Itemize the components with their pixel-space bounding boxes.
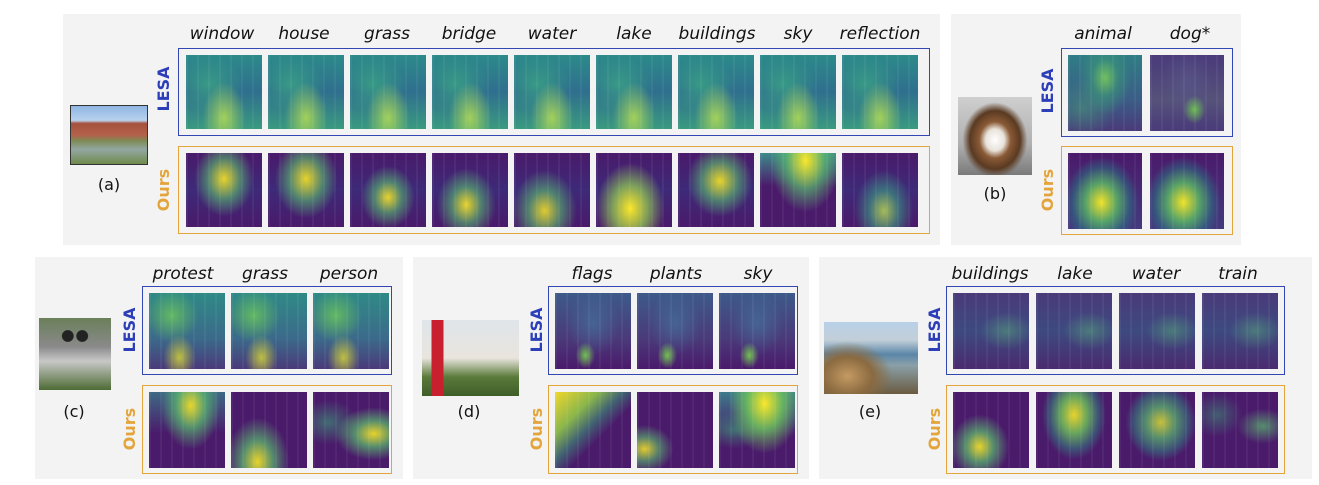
word-c-2: grass <box>242 264 288 284</box>
lesa-row-d <box>548 286 798 375</box>
caption-a: (a) <box>97 175 121 194</box>
lesa-map-a-bridge <box>432 55 508 129</box>
word-a-1: window <box>189 24 255 44</box>
word-c-1: protest <box>152 264 214 284</box>
ours-map-e-train <box>1202 392 1278 468</box>
word-a-5: water <box>527 24 577 44</box>
ours-map-c-person <box>313 392 389 468</box>
ours-map-e-lake <box>1036 392 1112 468</box>
ours-row-a <box>178 146 930 234</box>
row-label-ours-b: Ours <box>1038 168 1057 212</box>
caption-d: (d) <box>457 402 481 421</box>
word-e-2: lake <box>1057 264 1093 284</box>
row-label-ours-a: Ours <box>154 168 173 212</box>
ours-map-d-sky <box>719 392 795 468</box>
caption-e: (e) <box>858 402 882 421</box>
ours-map-a-grass <box>350 153 426 227</box>
lesa-map-d-plants <box>637 293 713 369</box>
lesa-map-e-lake <box>1036 293 1112 369</box>
word-a-8: sky <box>783 24 813 44</box>
lesa-map-c-grass <box>231 293 307 369</box>
ours-map-a-buildings <box>678 153 754 227</box>
lesa-map-d-flags <box>555 293 631 369</box>
row-label-ours-e: Ours <box>925 407 944 451</box>
lesa-map-a-grass <box>350 55 426 129</box>
caption-c: (c) <box>63 402 85 421</box>
lesa-map-a-buildings <box>678 55 754 129</box>
lesa-map-c-protest <box>149 293 225 369</box>
word-e-3: water <box>1131 264 1181 284</box>
word-b-1: animal <box>1074 24 1132 44</box>
word-c-3: person <box>319 264 379 284</box>
lesa-map-a-lake <box>596 55 672 129</box>
row-label-lesa-b: LESA <box>1038 68 1057 114</box>
thumbnail-d <box>422 320 519 396</box>
word-d-2: plants <box>649 264 703 284</box>
word-e-4: train <box>1218 264 1258 284</box>
ours-map-b-dog <box>1150 153 1224 229</box>
lesa-map-a-house <box>268 55 344 129</box>
ours-map-b-animal <box>1068 153 1142 229</box>
ours-map-d-plants <box>637 392 713 468</box>
ours-map-e-buildings <box>953 392 1029 468</box>
ours-map-c-protest <box>149 392 225 468</box>
word-d-3: sky <box>743 264 773 284</box>
lesa-map-a-sky <box>760 55 836 129</box>
lesa-map-e-train <box>1202 293 1278 369</box>
word-a-6: lake <box>616 24 652 44</box>
thumbnail-e <box>824 322 918 394</box>
lesa-map-c-person <box>313 293 389 369</box>
row-label-lesa-e: LESA <box>925 307 944 353</box>
caption-b: (b) <box>983 184 1007 203</box>
ours-map-a-reflection <box>842 153 918 227</box>
row-label-ours-c: Ours <box>120 407 139 451</box>
ours-map-d-flags <box>555 392 631 468</box>
lesa-map-b-dog <box>1150 55 1224 131</box>
ours-map-e-water <box>1119 392 1195 468</box>
word-a-9: reflection <box>839 24 921 44</box>
ours-map-a-water <box>514 153 590 227</box>
lesa-map-b-animal <box>1068 55 1142 131</box>
ours-map-a-lake <box>596 153 672 227</box>
word-d-1: flags <box>571 264 613 284</box>
word-b-2: dog* <box>1169 24 1211 44</box>
word-e-1: buildings <box>951 264 1029 284</box>
word-a-2: house <box>278 24 330 44</box>
word-a-3: grass <box>364 24 410 44</box>
thumbnail-c <box>39 318 111 390</box>
row-label-lesa-a: LESA <box>154 66 173 112</box>
ours-row-e <box>946 385 1285 474</box>
ours-row-c <box>142 385 392 474</box>
thumbnail-a <box>70 105 148 165</box>
lesa-map-e-water <box>1119 293 1195 369</box>
word-a-7: buildings <box>678 24 756 44</box>
ours-map-a-sky <box>760 153 836 227</box>
ours-map-a-bridge <box>432 153 508 227</box>
ours-row-d <box>548 385 798 474</box>
lesa-row-a <box>178 48 930 136</box>
lesa-map-a-window <box>186 55 262 129</box>
row-label-ours-d: Ours <box>527 407 546 451</box>
lesa-row-c <box>142 286 392 375</box>
ours-map-c-grass <box>231 392 307 468</box>
lesa-map-a-water <box>514 55 590 129</box>
ours-row-b <box>1061 146 1233 235</box>
lesa-map-e-buildings <box>953 293 1029 369</box>
thumbnail-b <box>958 97 1032 175</box>
row-label-lesa-d: LESA <box>527 307 546 353</box>
ours-map-a-window <box>186 153 262 227</box>
ours-map-a-house <box>268 153 344 227</box>
lesa-row-e <box>946 286 1285 375</box>
lesa-map-d-sky <box>719 293 795 369</box>
lesa-row-b <box>1061 48 1233 137</box>
word-a-4: bridge <box>441 24 497 44</box>
lesa-map-a-reflection <box>842 55 918 129</box>
row-label-lesa-c: LESA <box>120 307 139 353</box>
